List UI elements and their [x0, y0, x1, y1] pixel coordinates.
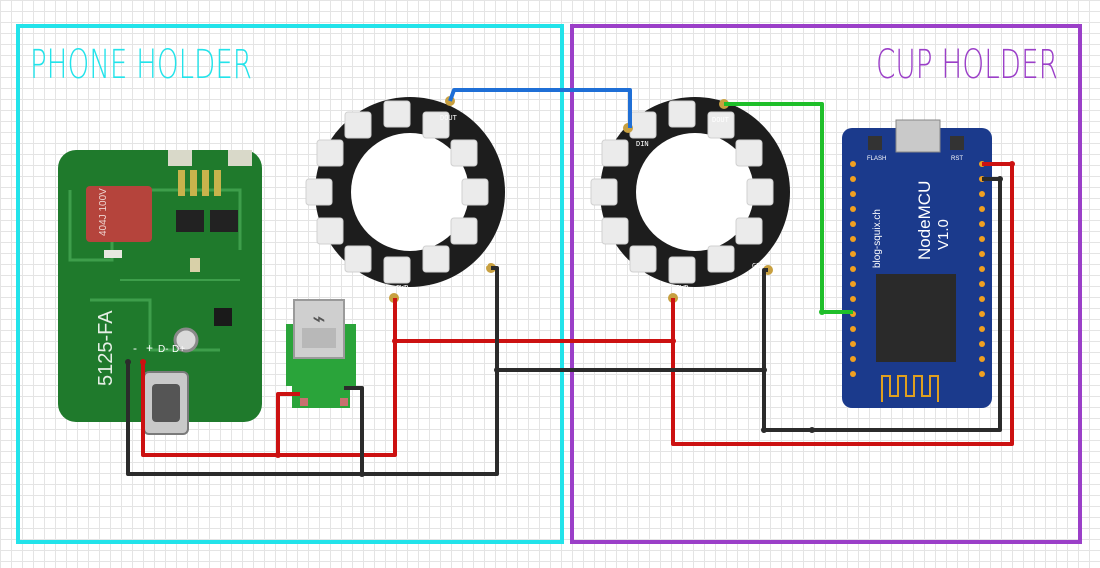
cup-holder-frame	[570, 24, 1082, 544]
wifi-antenna	[881, 375, 939, 402]
led-pixels	[305, 100, 489, 284]
ground-wire	[762, 177, 1002, 432]
nodemcu-site: blog-squix.ch	[872, 209, 883, 268]
charger-pin-label: D-	[158, 344, 169, 355]
charger-model-label: 5125-FA	[95, 310, 117, 386]
cup-holder-title: CUP HOLDER	[876, 42, 1058, 88]
ground-wire	[126, 266, 499, 476]
ring-pin-label: PWR	[676, 284, 689, 292]
usb-breakout: ⌁	[286, 299, 356, 408]
flash-button-label: FLASH	[867, 156, 886, 162]
power-wire	[278, 298, 397, 457]
ground-wire	[497, 268, 768, 372]
flash-button	[868, 136, 882, 150]
power-wire	[671, 162, 1014, 446]
header-pins-left	[850, 161, 856, 377]
led-pixels	[590, 100, 774, 284]
ring-pin-label: GND	[476, 260, 489, 268]
led-ring: DOUT PWR GND	[305, 96, 505, 303]
wiring	[126, 88, 1014, 476]
rst-button-label: RST	[951, 156, 963, 162]
ring-pin-label: DOUT	[440, 114, 458, 122]
micro-usb-port	[895, 119, 941, 153]
wire-joints	[125, 161, 1015, 477]
ring-pin-label: DIN	[636, 140, 649, 148]
ring-pin-label: PWR	[396, 284, 409, 292]
charger-pin-label: -	[133, 341, 137, 355]
ground-wire	[344, 386, 364, 474]
led-ring: DIN DOUT PWR GND	[590, 97, 790, 303]
rst-button	[950, 136, 964, 150]
data-wire	[724, 102, 853, 314]
phone-holder-frame	[16, 24, 564, 544]
svg-text:404J 100V: 404J 100V	[98, 188, 109, 236]
nodemcu-title: NodeMCU	[915, 181, 934, 260]
charger-pin-label: +	[146, 341, 153, 355]
usb-icon: ⌁	[312, 306, 325, 331]
ring-pin-label: GND	[752, 262, 765, 270]
data-wire	[448, 88, 632, 128]
mounting-hole	[173, 327, 199, 353]
ring-pin-label: DOUT	[712, 116, 730, 124]
film-capacitor: 404J 100V	[86, 186, 152, 242]
nodemcu-board: FLASH RST NodeMCU V1.0 blog-squix.ch	[842, 119, 992, 408]
esp8266-module	[876, 274, 956, 362]
phone-holder-title: PHONE HOLDER	[30, 42, 252, 88]
nodemcu-version: V1.0	[935, 219, 952, 250]
wireless-charger-board: 404J 100V 5125-FA - + D- D+	[58, 150, 262, 435]
charger-pin-label: D+	[172, 344, 185, 355]
header-pins-right	[979, 161, 985, 377]
